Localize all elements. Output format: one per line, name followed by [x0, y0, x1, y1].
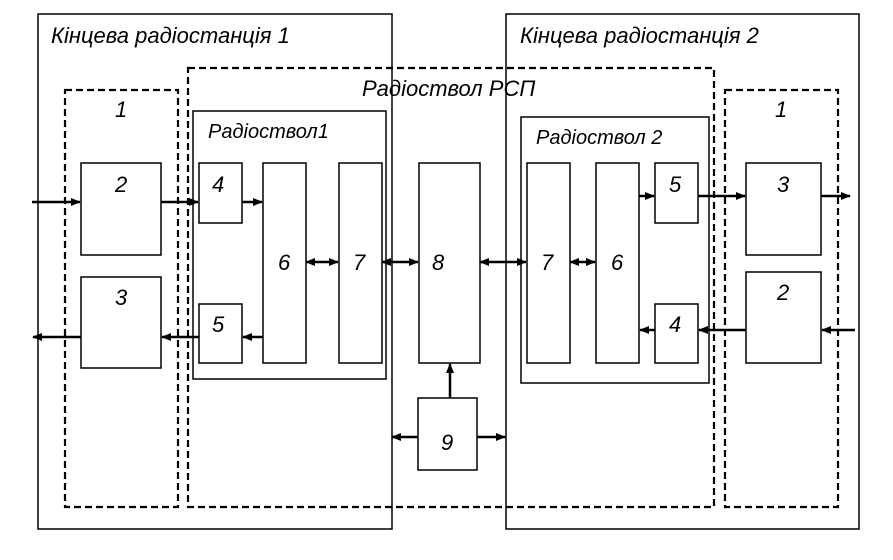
block-3-left-label: 3	[115, 285, 128, 310]
block-4-left-label: 4	[212, 172, 224, 197]
station-1-box	[37, 13, 393, 530]
block-5-left-label: 5	[212, 312, 225, 337]
block-4-right-label: 4	[669, 312, 681, 337]
block-2-right-label: 2	[776, 280, 789, 305]
block-6-right	[595, 162, 640, 364]
relay-group-box	[186, 66, 716, 509]
group-1-left-label: 1	[115, 97, 127, 122]
block-2-right	[745, 271, 822, 364]
trunk-2-title: Радіоствол 2	[536, 127, 662, 149]
block-3-left	[80, 276, 162, 369]
block-3-right-label: 3	[777, 172, 790, 197]
station-2-title: Кінцева радіостанція 2	[520, 23, 759, 48]
group-1-right-box	[723, 88, 840, 509]
block-9	[417, 397, 478, 471]
block-3-right	[745, 162, 822, 256]
block-8-label: 8	[432, 250, 445, 275]
block-4-left	[198, 162, 243, 224]
block-5-right-label: 5	[669, 172, 682, 197]
group-1-left-box	[63, 88, 180, 509]
trunk-1-title: Радіоствол1	[208, 121, 329, 143]
block-2-left-label: 2	[114, 172, 127, 197]
block-8	[418, 162, 481, 364]
block-6-left-label: 6	[278, 250, 291, 275]
block-5-right	[654, 162, 699, 224]
trunk-1-box	[192, 110, 387, 380]
trunk-2-box	[520, 116, 710, 384]
block-7-left-label: 7	[353, 250, 366, 275]
group-1-right-label: 1	[775, 97, 787, 122]
block-2-left	[80, 162, 162, 256]
block-9-label: 9	[441, 430, 453, 455]
relay-title: Радіоствол РСП	[362, 76, 535, 101]
block-6-right-label: 6	[611, 250, 624, 275]
block-7-right-label: 7	[541, 250, 554, 275]
station-1-title: Кінцева радіостанція 1	[51, 23, 290, 48]
station-2-box	[505, 13, 860, 530]
